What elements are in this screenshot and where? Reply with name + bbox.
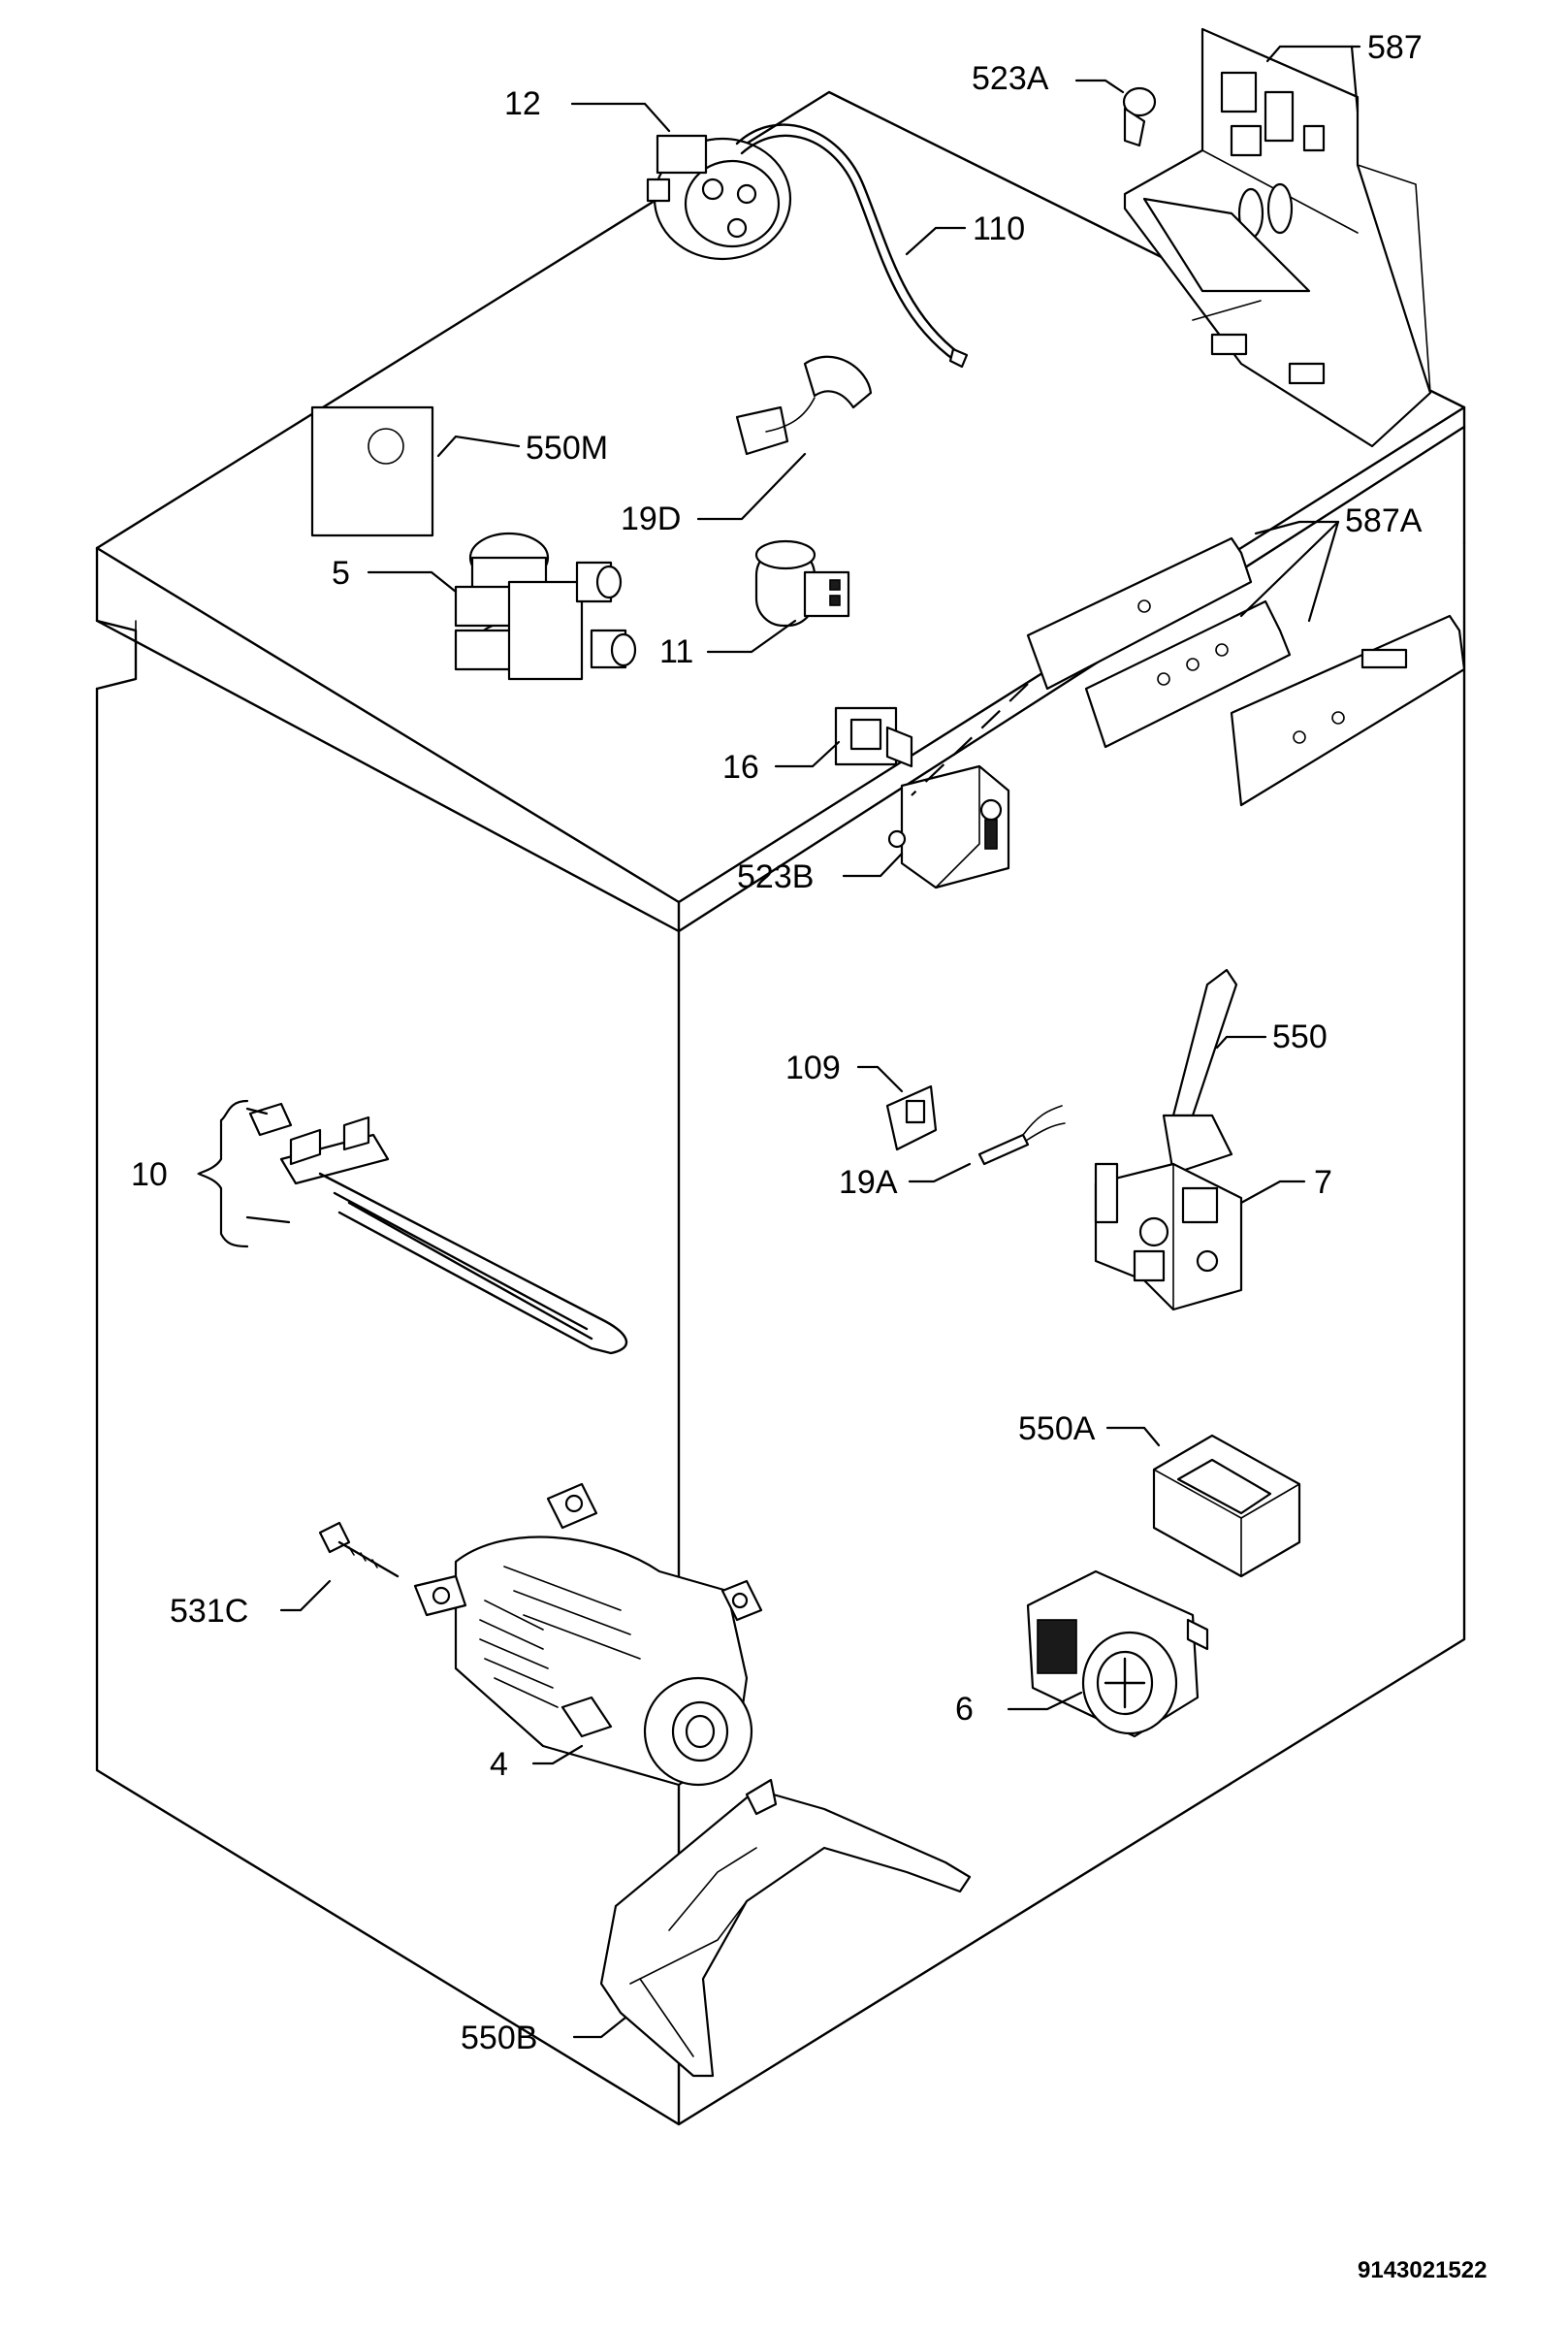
label-550: 550 [1272, 1018, 1328, 1055]
label-5: 5 [332, 555, 350, 592]
part-labels: 12 523A 587 110 550M 19D 5 587A 11 16 52… [131, 29, 1487, 2283]
label-550a: 550A [1018, 1410, 1096, 1447]
label-109: 109 [785, 1050, 841, 1086]
label-523b: 523B [737, 858, 814, 895]
label-sticker-part [310, 405, 434, 537]
label-523a: 523A [972, 60, 1049, 97]
label-587a: 587A [1345, 502, 1423, 539]
cover-box-550a-part [1152, 1434, 1301, 1578]
label-4: 4 [490, 1746, 508, 1783]
cabinet-outline [95, 90, 1466, 2126]
switch-523a-part [1122, 86, 1157, 147]
switch-523b-part [887, 764, 1010, 889]
filter-16-part [834, 706, 913, 768]
bolt-531c-part [318, 1521, 400, 1578]
label-587: 587 [1367, 29, 1423, 66]
inlet-valve-part [454, 532, 637, 681]
drawing-code: 9143021522 [1358, 2257, 1487, 2283]
label-531c: 531C [170, 1593, 248, 1630]
label-7: 7 [1314, 1164, 1332, 1201]
drain-pump-6-part [1026, 1569, 1209, 1738]
label-10: 10 [131, 1156, 168, 1193]
pressure-switch-part [646, 134, 792, 261]
label-12: 12 [504, 85, 541, 122]
label-550b: 550B [461, 2020, 537, 2056]
suppressor-19d-part [735, 355, 873, 456]
capacitor-part [754, 539, 850, 628]
label-550m: 550M [526, 430, 608, 467]
control-module-587-part [1123, 27, 1432, 448]
label-19d: 19D [621, 501, 681, 537]
display-boards-587a-part [911, 536, 1466, 807]
label-110: 110 [973, 210, 1025, 247]
heater-element-part [248, 1102, 628, 1355]
leader-lines [197, 45, 1361, 2039]
pressure-hose-part [735, 123, 969, 369]
label-6: 6 [955, 1691, 974, 1728]
label-19a: 19A [839, 1164, 898, 1201]
motor-4-part [413, 1482, 763, 1787]
motor-cover-550b-part [599, 1778, 972, 2078]
door-interlock-7-part [1094, 968, 1243, 1311]
suppressor-19a-part [977, 1105, 1066, 1166]
label-11: 11 [659, 633, 693, 670]
label-16: 16 [722, 749, 759, 786]
lock-cover-109-part [885, 1084, 938, 1151]
